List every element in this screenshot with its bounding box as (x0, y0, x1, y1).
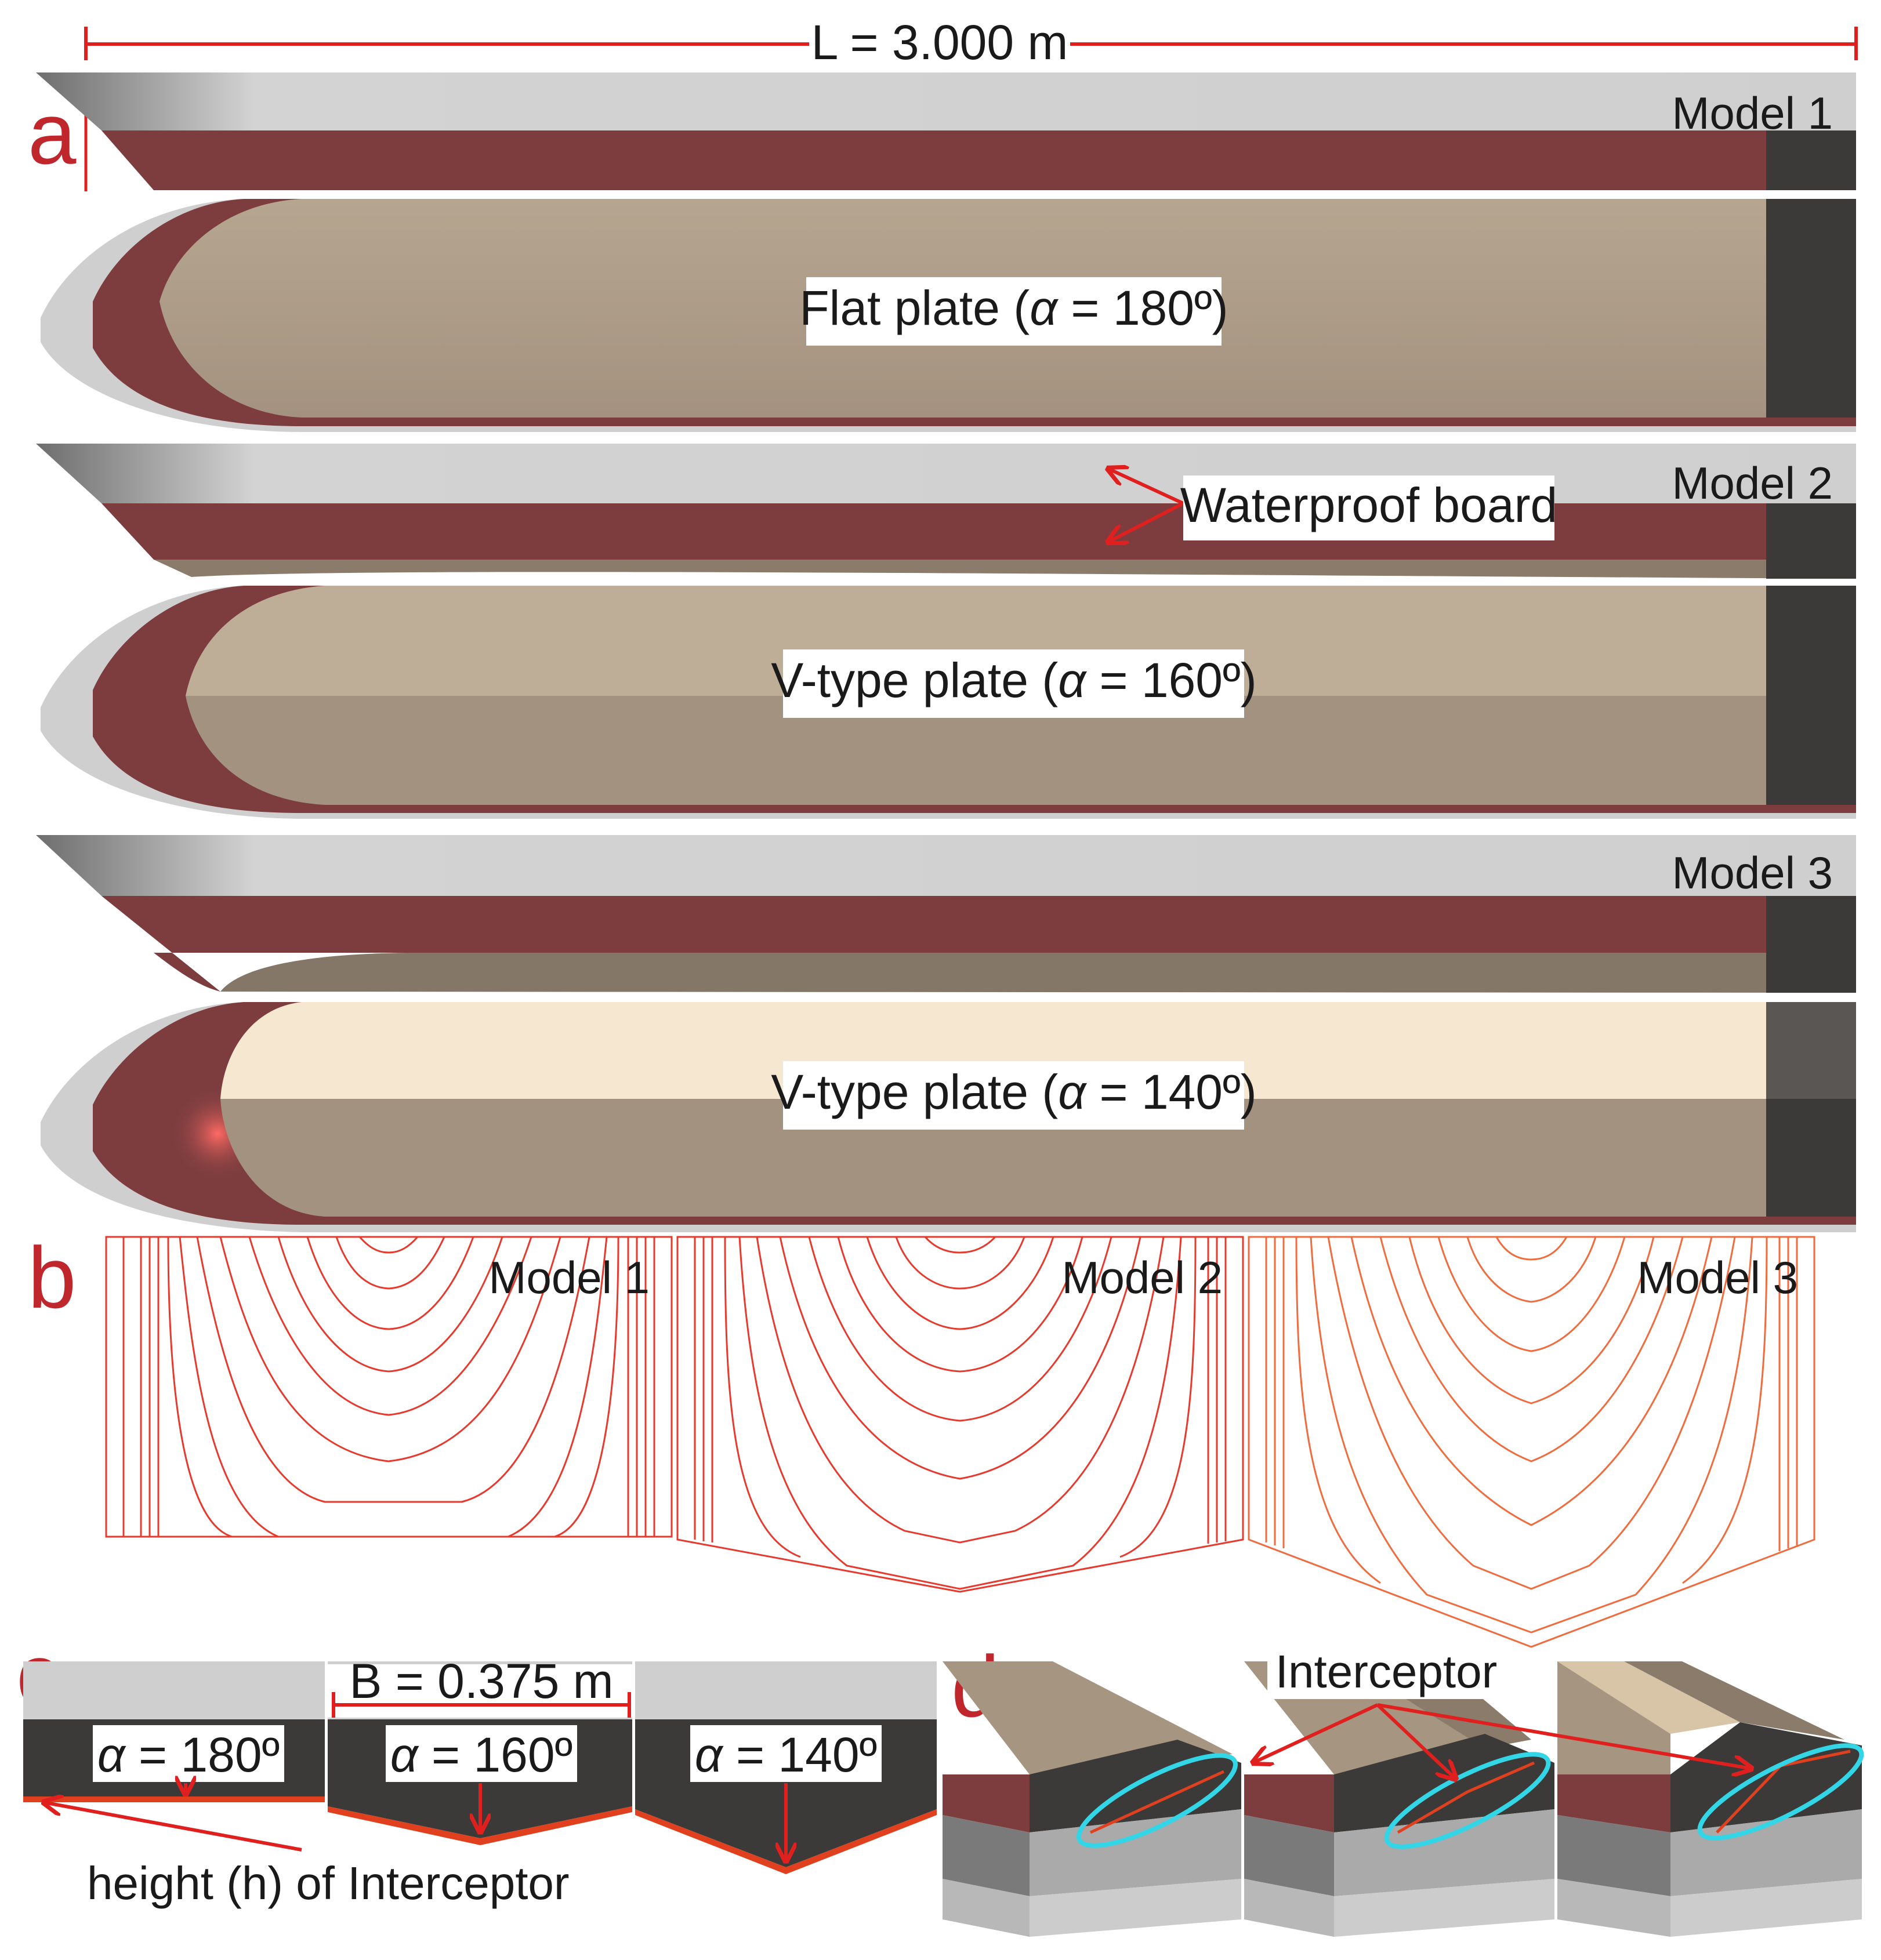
model-3-side-view: Model 3 (36, 835, 1856, 993)
angle-label-140: α = 140º (695, 1727, 877, 1782)
panel-d: d (943, 1638, 1864, 1937)
interceptor-arrows (1253, 1703, 1752, 1779)
body-plan-model-1 (105, 1236, 673, 1538)
panel-c: c B = 0.375 m α = 180º α = 160º (16, 1626, 937, 1909)
panel-b: b Model 1 (28, 1229, 1815, 1648)
angle-label-180: α = 180º (97, 1727, 280, 1782)
model-1-plate-label: Flat plate (α = 180º) (799, 281, 1228, 335)
model-1-label: Model 1 (1672, 88, 1833, 139)
angle-label-160: α = 160º (390, 1727, 572, 1782)
model-3-plate-label: V-type plate (α = 140º) (771, 1065, 1256, 1119)
model-2-label: Model 2 (1672, 458, 1833, 509)
length-dimension: L = 3.000 m (84, 12, 1858, 77)
interceptor-height-label: height (h) of Interceptor (87, 1857, 570, 1909)
model-3-bottom-view: V-type plate (α = 140º) (41, 1002, 1856, 1232)
model-1-side-view: Model 1 (36, 72, 1856, 190)
panel-a: L = 3.000 m a Model 1 Flat plate (α = 18… (28, 12, 1858, 1232)
interceptor-label: Interceptor (1275, 1646, 1497, 1697)
length-label: L = 3.000 m (811, 15, 1068, 70)
interceptor-block-160 (1244, 1661, 1554, 1937)
body-plan-model-2 (676, 1236, 1244, 1593)
model-2-side-view: Model 2 Waterproof board (36, 444, 1856, 579)
body-plan-1-label: Model 1 (489, 1252, 650, 1303)
model-2-plate-label: V-type plate (α = 160º) (771, 653, 1256, 707)
panel-b-letter: b (28, 1229, 76, 1326)
model-3-label: Model 3 (1672, 847, 1833, 898)
body-plan-2-label: Model 2 (1062, 1252, 1223, 1303)
interceptor-block-180 (943, 1661, 1241, 1937)
body-plan-3-label: Model 3 (1637, 1252, 1799, 1303)
model-2-bottom-view: V-type plate (α = 160º) (41, 586, 1856, 819)
waterproof-board-label: Waterproof board (1180, 478, 1558, 532)
waterproof-board-arrows (1108, 469, 1184, 542)
body-plan-model-3 (1248, 1236, 1815, 1648)
beam-label: B = 0.375 m (349, 1654, 613, 1708)
angle-labels: α = 180º α = 160º α = 140º (93, 1725, 882, 1782)
beam-dimension: B = 0.375 m (328, 1654, 632, 1718)
height-arrows (44, 1783, 786, 1861)
interceptor-block-140 (1557, 1661, 1864, 1937)
model-1-bottom-view: Flat plate (α = 180º) (41, 199, 1856, 432)
